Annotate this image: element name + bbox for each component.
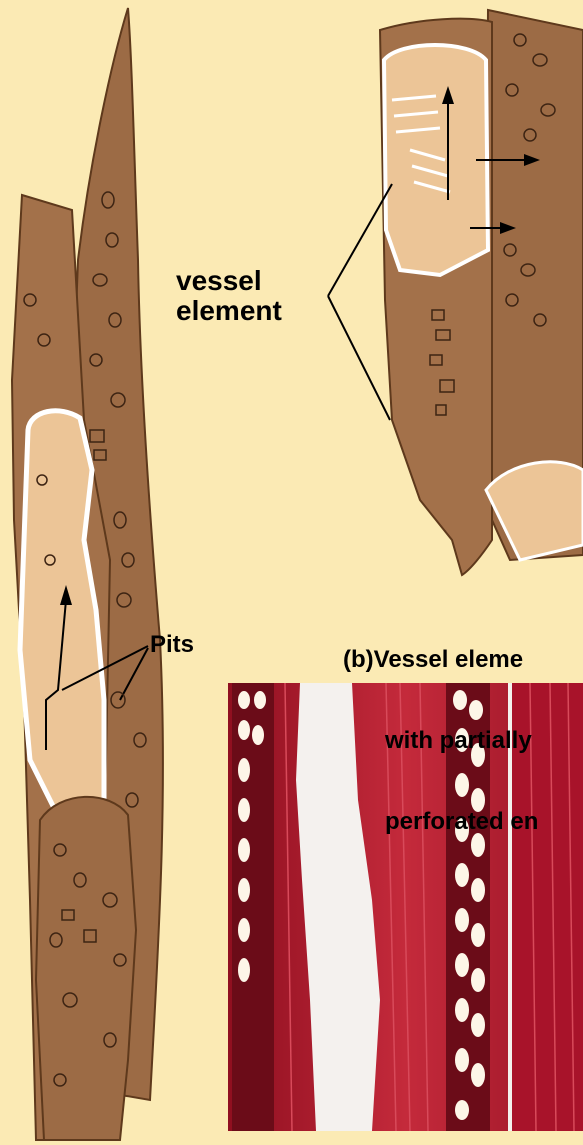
tracheid-drawing: [12, 8, 163, 1140]
caption-b: (b)Vessel eleme with partially perforate…: [343, 592, 538, 862]
caption-line1: (b)Vessel eleme: [343, 646, 538, 673]
micrograph-wall-left: [232, 683, 274, 1131]
vessel-open-end: [384, 45, 488, 275]
vessel-label-line1: vessel: [176, 266, 282, 296]
tracheid-lower-cell: [36, 797, 136, 1140]
open-interior: [20, 411, 104, 820]
vessel-pointer-upper: [328, 184, 392, 296]
pits-label: Pits: [150, 632, 194, 658]
vessel-element-drawing: [328, 10, 583, 575]
vessel-element-label: vessel element: [176, 266, 282, 326]
caption-line3: perforated en: [343, 808, 538, 835]
vessel-label-line2: element: [176, 296, 282, 326]
caption-line2: with partially: [343, 727, 538, 754]
vessel-lower-lobe: [486, 462, 583, 560]
vessel-pointer-lower: [328, 296, 390, 420]
